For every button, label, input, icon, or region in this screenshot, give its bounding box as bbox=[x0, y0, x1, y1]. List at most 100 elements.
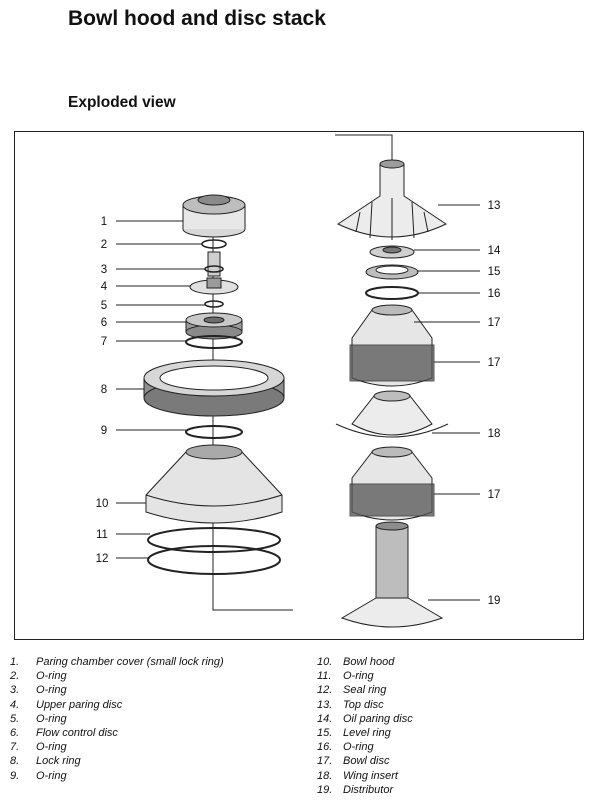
leader-lines bbox=[116, 204, 480, 601]
callout-14: 14 bbox=[488, 245, 501, 257]
legend-number: 6. bbox=[10, 726, 20, 739]
bowl-hood bbox=[145, 444, 283, 524]
callout-9: 9 bbox=[101, 425, 107, 437]
legend-label: Wing insert bbox=[343, 769, 398, 782]
paring-chamber-cover bbox=[182, 194, 246, 238]
legend-item: 13. Top disc bbox=[317, 698, 413, 712]
legend-label: Flow control disc bbox=[36, 726, 118, 739]
legend-item: 16. O-ring bbox=[317, 740, 413, 754]
callout-3: 3 bbox=[101, 264, 107, 276]
callout-17-middle: 17 bbox=[488, 357, 501, 369]
legend-label: Paring chamber cover (small lock ring) bbox=[36, 656, 224, 668]
callout-2: 2 bbox=[101, 239, 107, 251]
legend-label: O-ring bbox=[36, 741, 67, 754]
legend-number: 9. bbox=[10, 769, 20, 782]
legend-label: Distributor bbox=[343, 783, 394, 796]
legend-number: 11. bbox=[317, 670, 332, 683]
legend-item: 1. Paring chamber cover (small lock ring) bbox=[10, 655, 224, 669]
legend-left: 1. Paring chamber cover (small lock ring)… bbox=[10, 655, 224, 783]
callout-15: 15 bbox=[488, 266, 501, 278]
legend-label: Bowl hood bbox=[343, 656, 395, 668]
legend-number: 3. bbox=[10, 684, 20, 697]
legend-number: 1. bbox=[10, 656, 20, 668]
legend-item: 6. Flow control disc bbox=[10, 726, 224, 740]
legend-number: 13. bbox=[317, 698, 333, 711]
bowl-disc-lower bbox=[349, 446, 435, 521]
upper-paring-disc bbox=[189, 277, 239, 295]
o-ring-9 bbox=[185, 425, 243, 439]
legend-item: 17. Bowl disc bbox=[317, 754, 413, 768]
legend-number: 10. bbox=[317, 656, 333, 668]
legend-item: 12. Seal ring bbox=[317, 683, 413, 697]
legend-label: Bowl disc bbox=[343, 755, 390, 768]
legend-item: 18. Wing insert bbox=[317, 769, 413, 783]
flow-control-disc bbox=[185, 312, 243, 340]
callout-11: 11 bbox=[96, 529, 108, 541]
level-ring bbox=[365, 264, 419, 280]
legend-number: 16. bbox=[317, 741, 333, 754]
callout-18: 18 bbox=[488, 428, 501, 440]
diagram-frame bbox=[14, 131, 584, 640]
o-ring-7 bbox=[185, 335, 243, 349]
lock-ring bbox=[143, 359, 285, 417]
assembly-axis-top bbox=[335, 134, 393, 160]
exploded-view-diagram: 1 2 3 4 5 6 7 8 9 10 11 12 13 14 15 16 1… bbox=[96, 134, 501, 628]
legend-label: Upper paring disc bbox=[36, 698, 123, 711]
legend-label: Top disc bbox=[343, 698, 384, 711]
callout-12: 12 bbox=[96, 553, 109, 565]
legend-right: 10. Bowl hood 11. O-ring 12. Seal ring 13. T… bbox=[317, 655, 413, 797]
o-ring-11 bbox=[147, 527, 281, 553]
legend-label: Oil paring disc bbox=[343, 712, 413, 725]
legend-number: 19. bbox=[317, 783, 333, 796]
legend-item: 15. Level ring bbox=[317, 726, 413, 740]
o-ring-3 bbox=[204, 251, 224, 277]
legend-label: Lock ring bbox=[36, 755, 81, 768]
legend-number: 4. bbox=[10, 698, 20, 711]
legend-item: 4. Upper paring disc bbox=[10, 698, 224, 712]
legend-label: Level ring bbox=[343, 726, 391, 739]
callout-5: 5 bbox=[101, 300, 107, 312]
legend-number: 17. bbox=[317, 755, 333, 768]
callout-17-upper: 17 bbox=[488, 317, 501, 329]
legend-label: O-ring bbox=[343, 741, 374, 754]
legend-number: 7. bbox=[10, 741, 20, 754]
callout-13: 13 bbox=[488, 200, 501, 212]
legend-number: 2. bbox=[10, 670, 20, 683]
callout-8: 8 bbox=[101, 384, 107, 396]
oil-paring-disc bbox=[369, 245, 415, 259]
callout-10: 10 bbox=[96, 498, 109, 510]
callout-7: 7 bbox=[101, 336, 107, 348]
legend-item: 11. O-ring bbox=[317, 669, 413, 683]
callout-19: 19 bbox=[488, 595, 501, 607]
o-ring-2 bbox=[201, 239, 227, 249]
legend-label: Seal ring bbox=[343, 684, 387, 697]
legend-item: 7. O-ring bbox=[10, 740, 224, 754]
callout-4: 4 bbox=[101, 281, 108, 293]
legend-number: 5. bbox=[10, 712, 20, 725]
callout-17-lower: 17 bbox=[488, 489, 501, 501]
o-ring-16 bbox=[365, 286, 419, 300]
legend-label: O-ring bbox=[36, 712, 67, 725]
callout-16: 16 bbox=[488, 288, 501, 300]
legend-item: 2.O-ring bbox=[10, 669, 224, 683]
page-subtitle: Exploded view bbox=[68, 94, 176, 111]
page-title: Bowl hood and disc stack bbox=[68, 7, 326, 30]
legend-number: 15. bbox=[317, 726, 333, 739]
legend-item: 3. O-ring bbox=[10, 683, 224, 697]
legend-label: O-ring bbox=[36, 769, 67, 782]
wing-insert bbox=[335, 390, 449, 438]
legend-item: 10. Bowl hood bbox=[317, 655, 413, 669]
legend-number: 12. bbox=[317, 684, 333, 697]
bowl-disc-upper bbox=[349, 304, 435, 387]
o-ring-5 bbox=[204, 300, 224, 308]
callout-1: 1 bbox=[101, 216, 107, 228]
legend-label: O-ring bbox=[343, 670, 374, 683]
top-disc bbox=[336, 159, 448, 240]
legend-item: 19. Distributor bbox=[317, 783, 413, 797]
legend-label: O-ring bbox=[36, 684, 67, 697]
legend-number: 14. bbox=[317, 712, 333, 725]
legend-number: 18. bbox=[317, 769, 333, 782]
distributor bbox=[340, 521, 444, 628]
legend-item: 8.Lock ring bbox=[10, 754, 224, 768]
legend-item: 5. O-ring bbox=[10, 712, 224, 726]
